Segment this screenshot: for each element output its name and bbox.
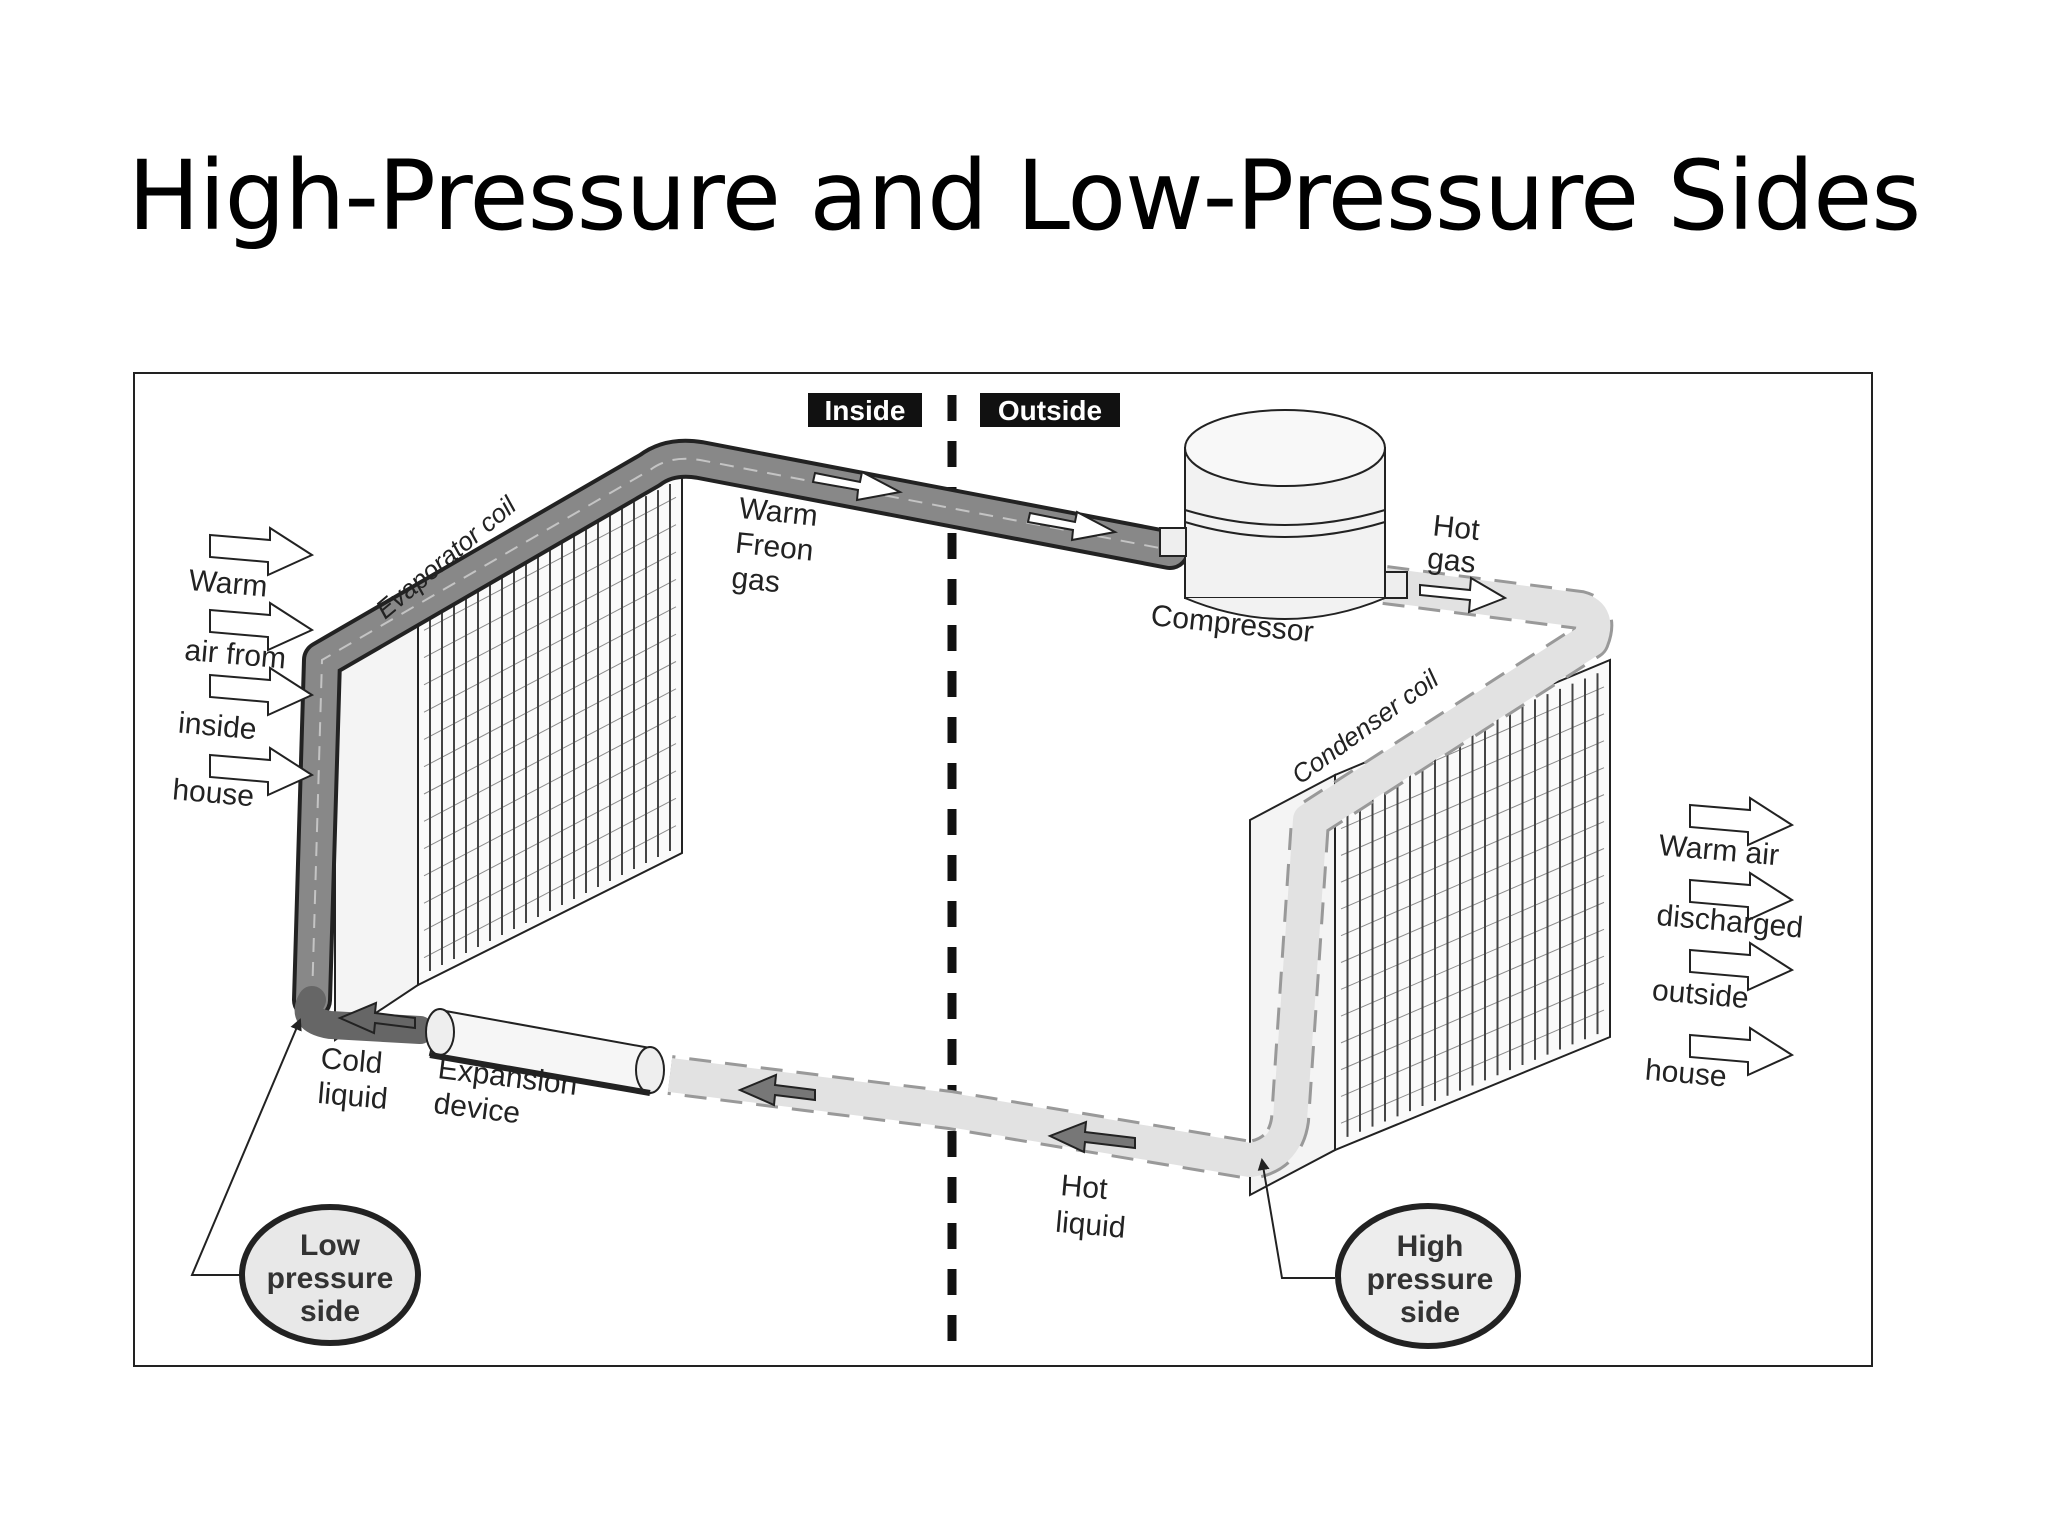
warm-air-out-arrows <box>1689 796 1795 1077</box>
expansion-device-label: Expansion device <box>432 1052 579 1130</box>
svg-text:Hot: Hot <box>1431 509 1482 547</box>
svg-text:gas: gas <box>1426 542 1478 580</box>
svg-text:Freon: Freon <box>734 527 815 568</box>
hot-gas-label: Hot gas <box>1426 509 1482 580</box>
high-pressure-pointer <box>1257 1158 1335 1279</box>
svg-text:gas: gas <box>730 561 782 599</box>
outside-tag: Outside <box>980 393 1120 427</box>
slide-title: High-Pressure and Low-Pressure Sides <box>127 140 1922 252</box>
flow-arrows-low <box>337 470 1119 1035</box>
expansion-device <box>425 1008 665 1096</box>
svg-text:Warm: Warm <box>737 492 819 533</box>
svg-text:Low: Low <box>300 1229 361 1262</box>
svg-text:pressure: pressure <box>1367 1263 1494 1296</box>
low-pressure-pointer <box>190 1018 302 1276</box>
svg-text:Cold: Cold <box>319 1042 383 1080</box>
inside-tag: Inside <box>808 393 922 427</box>
warm-freon-label: Warm Freon gas <box>730 492 819 599</box>
svg-text:side: side <box>300 1295 360 1328</box>
low-pressure-pipe <box>292 438 1190 1044</box>
svg-text:house: house <box>171 773 255 813</box>
svg-text:house: house <box>1644 1054 1728 1094</box>
svg-text:Hot: Hot <box>1059 1169 1109 1206</box>
svg-text:liquid: liquid <box>1054 1206 1127 1245</box>
warm-air-in-arrows <box>209 526 315 797</box>
flow-arrows-high <box>737 576 1508 1154</box>
svg-text:pressure: pressure <box>267 1262 394 1295</box>
svg-text:Inside: Inside <box>825 395 906 426</box>
svg-text:Warm: Warm <box>187 564 268 604</box>
svg-text:Outside: Outside <box>998 395 1102 426</box>
hot-liquid-label: Hot liquid <box>1054 1169 1127 1245</box>
svg-text:liquid: liquid <box>316 1077 389 1116</box>
warm-air-outside-label: Warm air discharged outside house <box>1644 829 1805 1094</box>
cold-liquid-label: Cold liquid <box>316 1042 389 1116</box>
warm-air-inside-label: Warm air from inside house <box>171 564 287 813</box>
svg-text:inside: inside <box>177 707 258 747</box>
high-pressure-pipe <box>667 565 1614 1180</box>
compressor <box>1159 409 1408 620</box>
low-pressure-circle: Low pressure side <box>239 1204 421 1346</box>
high-pressure-circle: High pressure side <box>1335 1203 1521 1349</box>
evaporator-coil <box>334 468 683 1042</box>
svg-text:side: side <box>1400 1296 1460 1329</box>
svg-text:High: High <box>1397 1230 1464 1263</box>
